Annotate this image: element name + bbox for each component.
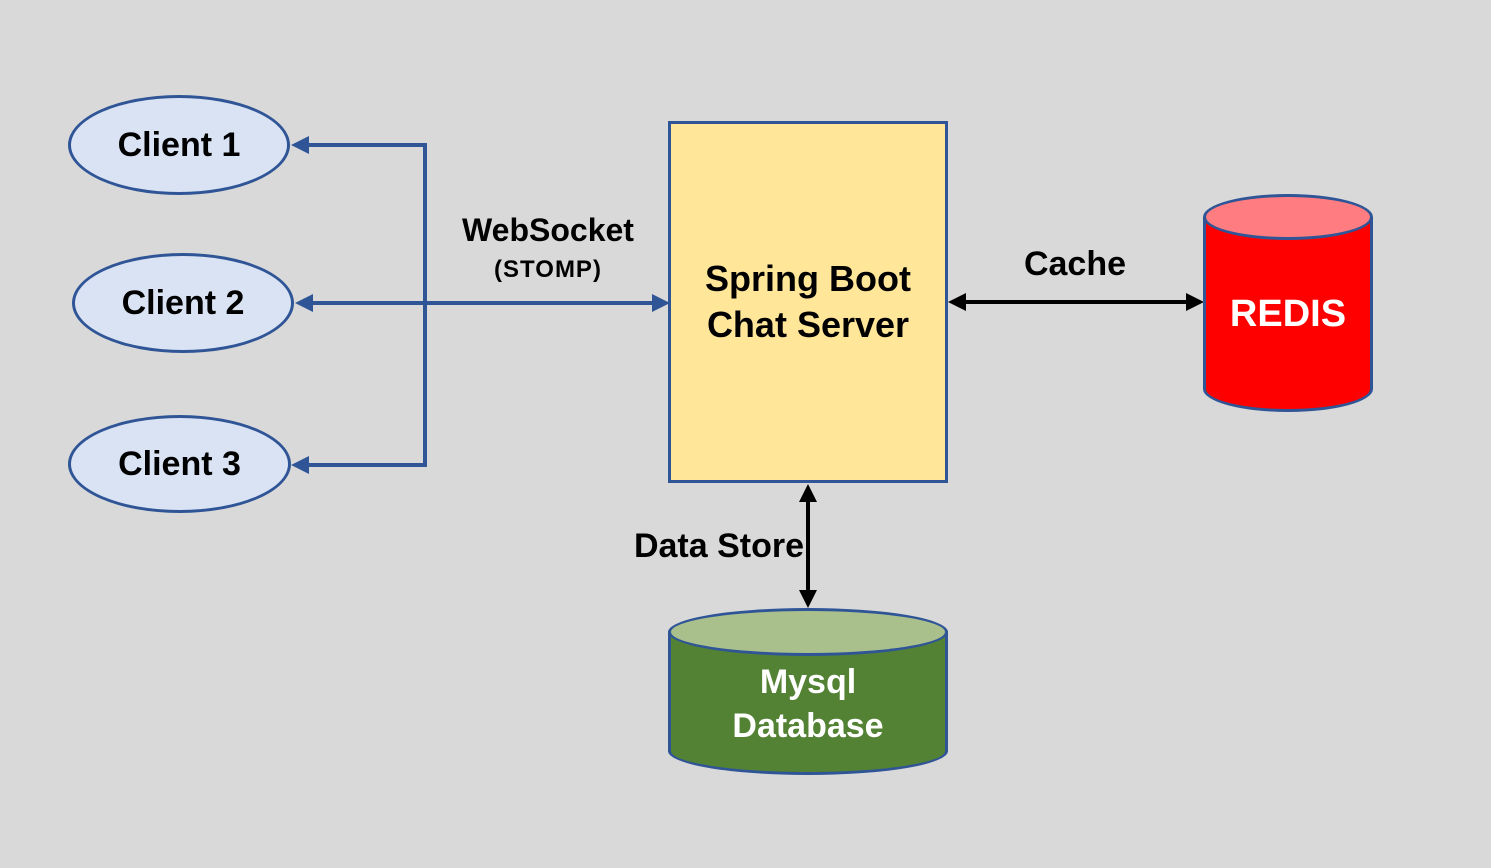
server-node: Spring Boot Chat Server: [668, 121, 948, 483]
redis-label: REDIS: [1229, 293, 1347, 335]
client-2-node: Client 2: [72, 253, 294, 353]
data-store-edge-label: Data Store: [633, 527, 805, 565]
redis-node: REDIS: [1203, 194, 1373, 412]
client-2-label: Client 2: [121, 283, 245, 322]
arrowhead-to-client2-icon: [295, 294, 313, 312]
websocket-label-main: WebSocket: [462, 212, 634, 248]
server-label-line1: Spring Boot: [705, 258, 911, 299]
client-1-label: Client 1: [117, 125, 241, 164]
mysql-label-line1: Mysql: [759, 662, 857, 701]
mysql-cylinder-top: [668, 608, 948, 656]
client-3-node: Client 3: [68, 415, 291, 513]
cache-arrowhead-left-icon: [948, 293, 966, 311]
datastore-arrowhead-top-icon: [799, 484, 817, 502]
redis-cylinder-top: [1203, 194, 1373, 240]
mysql-label-line2: Database: [732, 706, 884, 745]
websocket-label-stomp: (STOMP): [494, 256, 602, 283]
redis-cylinder-body: [1203, 217, 1373, 412]
arrowhead-to-client1-icon: [291, 136, 309, 154]
cache-arrowhead-right-icon: [1186, 293, 1204, 311]
websocket-edge-label: WebSocket (STOMP): [423, 211, 673, 291]
mysql-node: Mysql Database: [668, 608, 948, 775]
client-1-node: Client 1: [68, 95, 290, 195]
client-3-label: Client 3: [118, 444, 241, 483]
arrowhead-to-client3-icon: [291, 456, 309, 474]
cache-edge-label: Cache: [1023, 245, 1127, 283]
server-label-line2: Chat Server: [706, 304, 910, 345]
mysql-label: Mysql Database: [668, 632, 948, 775]
datastore-arrowhead-bottom-icon: [799, 590, 817, 608]
